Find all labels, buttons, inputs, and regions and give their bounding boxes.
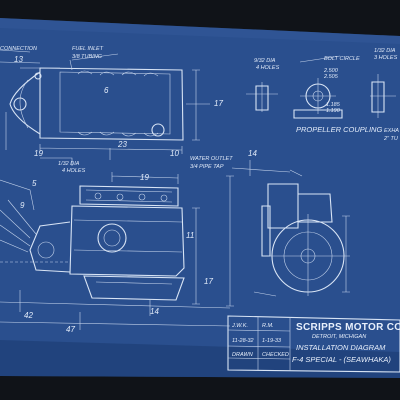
dim-6: 6 xyxy=(104,86,109,95)
company-name: SCRIPPS MOTOR COM xyxy=(296,322,400,333)
engine-top-view xyxy=(0,49,210,166)
coupling-details xyxy=(246,55,396,119)
company-location: DETROIT, MICHIGAN xyxy=(312,334,366,340)
dim-10: 10 xyxy=(170,149,179,158)
dim-17b: 17 xyxy=(204,277,213,286)
dim-23: 23 xyxy=(117,140,127,149)
bolt-circle-2500: 2.500 xyxy=(323,68,339,74)
dim-47: 47 xyxy=(66,325,75,334)
dia-right-label: 1/32 DIA xyxy=(374,48,396,54)
exhaust-label: EXHA xyxy=(384,128,399,134)
title-block xyxy=(227,315,400,373)
dia-holes-top-label: 9/32 DIA xyxy=(254,58,276,64)
dim-19a: 19 xyxy=(34,149,43,158)
dim-5: 5 xyxy=(32,179,37,188)
blueprint-paper xyxy=(0,18,400,378)
bolt-circle-2505: 2.505 xyxy=(323,74,339,80)
engine-front-view xyxy=(226,160,350,307)
dim-13: 13 xyxy=(14,55,23,64)
bolt-circle-label: BOLT CIRCLE xyxy=(324,56,360,62)
holes-dia-label: 1/32 DIA xyxy=(58,161,80,167)
dim-19b: 19 xyxy=(140,173,149,182)
holes-3-right-label: 3 HOLES xyxy=(374,55,398,61)
engine-side-view xyxy=(0,172,231,330)
water-outlet-label: WATER OUTLET xyxy=(190,156,233,162)
holes-4-top-label: 4 HOLES xyxy=(256,65,280,71)
bolt-circle-1190: 1.190 xyxy=(326,108,341,114)
date-1: 11-28-32 xyxy=(232,338,254,344)
dim-9: 9 xyxy=(20,201,25,210)
water-outlet-sub-label: 3/4 PIPE TAP xyxy=(190,164,224,170)
exhaust-sub-label: 2" TU xyxy=(383,136,398,142)
dim-11: 11 xyxy=(186,231,194,240)
drawn-label: DRAWN xyxy=(232,352,253,358)
dim-14b: 14 xyxy=(248,149,257,158)
dim-14a: 14 xyxy=(150,307,159,316)
bolt-circle-1185: 1.185 xyxy=(326,102,341,108)
drawing-subtitle: F-4 SPECIAL - (SEAWHAKA) xyxy=(292,355,391,364)
drawing-title: INSTALLATION DIAGRAM xyxy=(296,343,386,352)
checked-by: R.M. xyxy=(262,323,274,329)
connection-label: CONNECTION xyxy=(0,46,37,52)
dim-17: 17 xyxy=(214,99,223,108)
fuel-inlet-label: FUEL INLET xyxy=(72,46,104,52)
propeller-coupling-label: PROPELLER COUPLING xyxy=(296,125,382,134)
checked-label: CHECKED xyxy=(262,352,289,358)
holes-4-label: 4 HOLES xyxy=(62,168,86,174)
date-2: 1-19-33 xyxy=(262,338,282,344)
dim-42: 42 xyxy=(24,311,33,320)
drawn-by: J.W.K. xyxy=(231,323,248,329)
fuel-inlet-sub-label: 3/8 TUBING xyxy=(72,54,103,60)
